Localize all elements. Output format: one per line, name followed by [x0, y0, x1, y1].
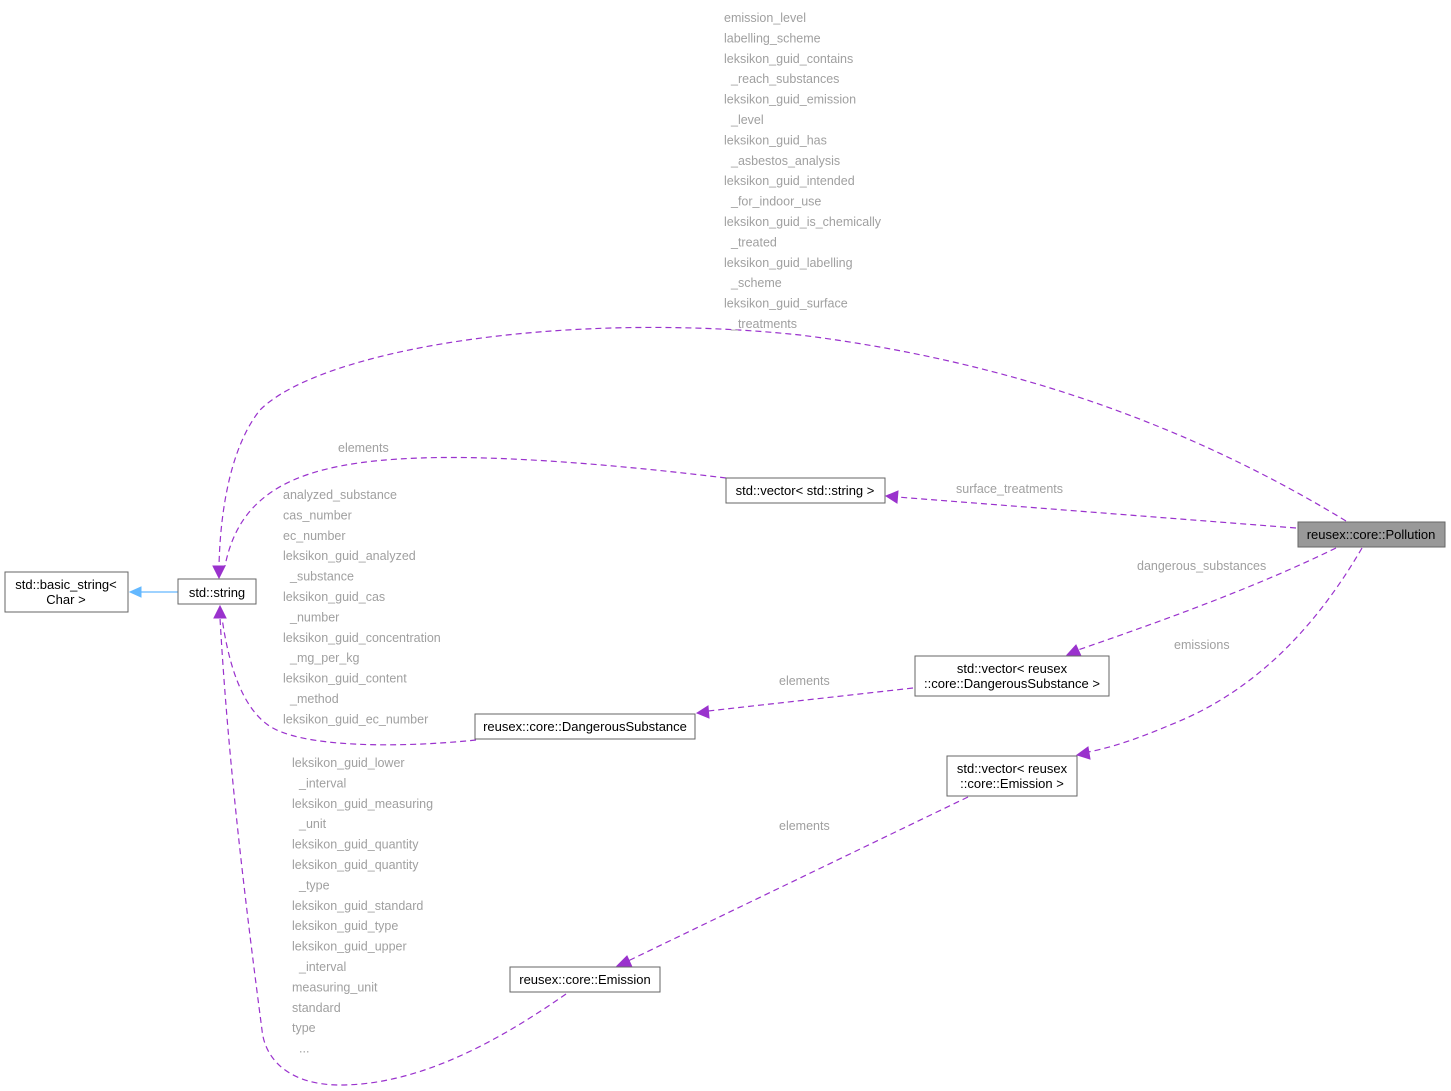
- edge-vec-string-to-string: [224, 456, 727, 567]
- edge-label-line: leksikon_guid_content: [283, 672, 407, 686]
- label-emissions: emissions: [1174, 638, 1230, 652]
- edge-label-line: leksikon_guid_quantity: [292, 858, 419, 872]
- edge-label-line: analyzed_substance: [283, 488, 397, 502]
- edge-label-line: type: [292, 1021, 316, 1035]
- edge-label-line: leksikon_guid_surface: [724, 297, 848, 311]
- edge-label-line: leksikon_guid_intended: [724, 174, 855, 188]
- edge-label-line: leksikon_guid_has: [724, 133, 827, 147]
- edge-label-line: _level: [730, 113, 764, 127]
- node-vector-string[interactable]: std::vector< std::string >: [725, 477, 886, 504]
- edge-vec-emission-to-emission: [627, 796, 969, 962]
- edge-label-line: _unit: [298, 817, 327, 831]
- edge-label-line: cas_number: [283, 508, 352, 522]
- arrowhead-vec-string: [884, 490, 899, 504]
- edge-label-line: leksikon_guid_labelling: [724, 256, 853, 270]
- edge-label-line: _type: [298, 878, 330, 892]
- node-emission[interactable]: reusex::core::Emission: [509, 966, 661, 993]
- node-vector-string-label: std::vector< std::string >: [736, 483, 875, 498]
- node-vector-emission-label-line1: std::vector< reusex: [957, 761, 1068, 776]
- label-emission-string-members: leksikon_guid_lower _interval leksikon_gui…: [292, 756, 433, 1056]
- label-vec-emission-elements: elements: [779, 819, 830, 833]
- edge-label-line: leksikon_guid_measuring: [292, 797, 433, 811]
- edge-label-line: _mg_per_kg: [289, 651, 360, 665]
- edge-label-line: emission_level: [724, 11, 806, 25]
- node-vector-dangerous-substance[interactable]: std::vector< reusex ::core::DangerousSub…: [914, 655, 1110, 697]
- label-surface-treatments: surface_treatments: [956, 482, 1063, 496]
- edge-label-line: measuring_unit: [292, 980, 378, 994]
- edge-label-line: leksikon_guid_standard: [292, 899, 423, 913]
- node-vector-dangerous-label-line1: std::vector< reusex: [957, 661, 1068, 676]
- label-dangerous-substances: dangerous_substances: [1137, 559, 1266, 573]
- edge-label-line: ...: [299, 1042, 309, 1056]
- arrowhead-vec-emission: [1075, 746, 1091, 760]
- arrowhead-emission: [615, 955, 633, 968]
- node-pollution[interactable]: reusex::core::Pollution: [1297, 521, 1446, 548]
- edge-label-line: _reach_substances: [730, 72, 839, 86]
- node-basic-string-label-line2: Char >: [46, 592, 85, 607]
- node-vector-dangerous-label-line2: ::core::DangerousSubstance >: [924, 676, 1100, 691]
- edge-label-line: _treatments: [730, 317, 797, 331]
- edge-label-line: labelling_scheme: [724, 31, 821, 45]
- edge-emission-to-string: [219, 617, 567, 1086]
- arrowhead-string-top-1: [212, 565, 226, 580]
- edge-label-line: standard: [292, 1001, 341, 1015]
- edge-label-line: leksikon_guid_quantity: [292, 838, 419, 852]
- edge-label-line: _number: [289, 610, 339, 624]
- node-string[interactable]: std::string: [177, 578, 257, 605]
- arrowhead-dangerous: [695, 705, 710, 719]
- edge-pollution-to-vec-emission: [1087, 547, 1363, 753]
- node-basic-string-label-line1: std::basic_string<: [15, 577, 117, 592]
- edge-label-line: leksikon_guid_upper: [292, 940, 407, 954]
- edge-label-line: leksikon_guid_analyzed: [283, 549, 416, 563]
- edge-label-line: _asbestos_analysis: [730, 154, 840, 168]
- edge-pollution-to-vec-string: [896, 496, 1297, 529]
- node-dangerous-substance[interactable]: reusex::core::DangerousSubstance: [474, 713, 696, 740]
- edge-label-line: leksikon_guid_contains: [724, 52, 853, 66]
- edge-label-line: leksikon_guid_lower: [292, 756, 405, 770]
- edge-label-line: _for_indoor_use: [730, 195, 821, 209]
- node-basic-string[interactable]: std::basic_string< Char >: [4, 571, 129, 613]
- arrowhead-basic-string: [128, 586, 142, 598]
- label-vec-string-elements: elements: [338, 441, 389, 455]
- edge-dangerous-to-string: [221, 617, 477, 746]
- edge-label-line: leksikon_guid_cas: [283, 590, 385, 604]
- node-emission-label: reusex::core::Emission: [519, 972, 651, 987]
- edge-vec-dangerous-to-dangerous: [707, 687, 914, 712]
- edge-label-line: ec_number: [283, 529, 346, 543]
- label-pollution-string-members: emission_level labelling_scheme leksikon_g…: [724, 11, 882, 331]
- label-vec-dangerous-elements: elements: [779, 674, 830, 688]
- edge-label-line: _scheme: [730, 276, 782, 290]
- edge-label-line: _interval: [298, 960, 346, 974]
- edge-label-line: leksikon_guid_is_chemically: [724, 215, 882, 229]
- edge-label-line: _substance: [289, 570, 354, 584]
- edge-label-line: _interval: [298, 776, 346, 790]
- node-dangerous-substance-label: reusex::core::DangerousSubstance: [483, 719, 687, 734]
- edge-label-line: _treated: [730, 235, 777, 249]
- node-vector-emission[interactable]: std::vector< reusex ::core::Emission >: [946, 755, 1078, 797]
- edge-label-line: leksikon_guid_emission: [724, 93, 856, 107]
- arrowhead-string-bottom-1: [213, 604, 227, 619]
- node-pollution-label: reusex::core::Pollution: [1307, 527, 1436, 542]
- edge-label-line: leksikon_guid_concentration: [283, 631, 441, 645]
- edge-label-line: _method: [289, 692, 339, 706]
- edge-label-line: leksikon_guid_type: [292, 919, 398, 933]
- arrowhead-vec-dangerous: [1065, 644, 1082, 657]
- edge-label-line: leksikon_guid_ec_number: [283, 712, 428, 726]
- node-string-label: std::string: [189, 585, 245, 600]
- node-vector-emission-label-line2: ::core::Emission >: [960, 776, 1064, 791]
